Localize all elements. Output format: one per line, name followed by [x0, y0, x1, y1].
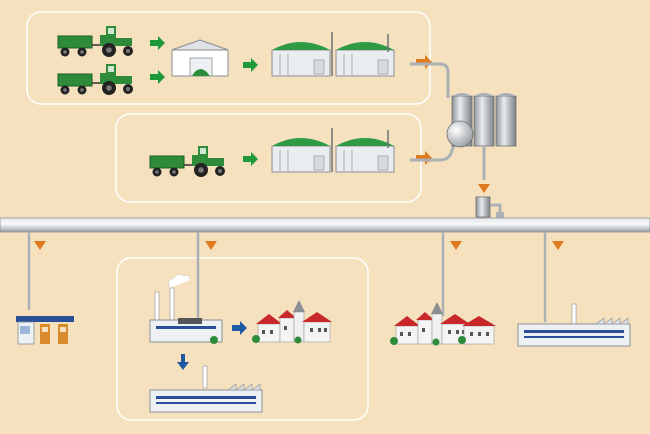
- silage-storage-hall-icon: [171, 39, 229, 77]
- supply-arrows: [34, 241, 564, 250]
- industrial-plant-icon: [517, 303, 631, 347]
- biogas-fermenter-icon: [271, 31, 395, 77]
- arrow-right-icon: [150, 36, 165, 50]
- branch-pipes: [27, 232, 547, 322]
- tractor-with-trailer-icon: [57, 63, 134, 96]
- tractor-with-trailer-icon: [57, 25, 134, 58]
- arrow-down-icon: [552, 241, 564, 250]
- arrow-right-icon: [243, 58, 258, 72]
- gas-silo-icon: [446, 93, 517, 180]
- arrow-down-icon: [34, 241, 46, 250]
- fuel-station-icon: [16, 316, 74, 345]
- arrow-down-icon: [205, 241, 217, 250]
- industrial-plant-icon: [149, 365, 263, 413]
- arrow-right-icon: [150, 70, 165, 84]
- arrow-right-icon: [243, 152, 258, 166]
- chp-frame: [116, 257, 369, 421]
- gas-pipe: [410, 139, 458, 162]
- biogas-fermenter-icon: [271, 127, 395, 173]
- gas-pipeline: [0, 217, 650, 233]
- gas-treatment-unit-icon: [475, 196, 504, 218]
- arrow-down-icon: [478, 184, 490, 193]
- arrow-right-icon: [416, 151, 432, 165]
- village-icon: [458, 316, 496, 345]
- arrow-down-icon: [450, 241, 462, 250]
- village-icon: [251, 299, 333, 344]
- tractor-with-trailer-icon: [149, 145, 226, 178]
- feedstock-frame-top: [26, 11, 431, 105]
- village-icon: [389, 301, 471, 346]
- feed-arrows: [150, 36, 258, 166]
- combined-heat-power-plant-icon: [149, 274, 223, 344]
- arrow-down-icon: [177, 354, 189, 370]
- arrow-right-icon: [232, 321, 247, 335]
- gas-pipe: [410, 62, 450, 98]
